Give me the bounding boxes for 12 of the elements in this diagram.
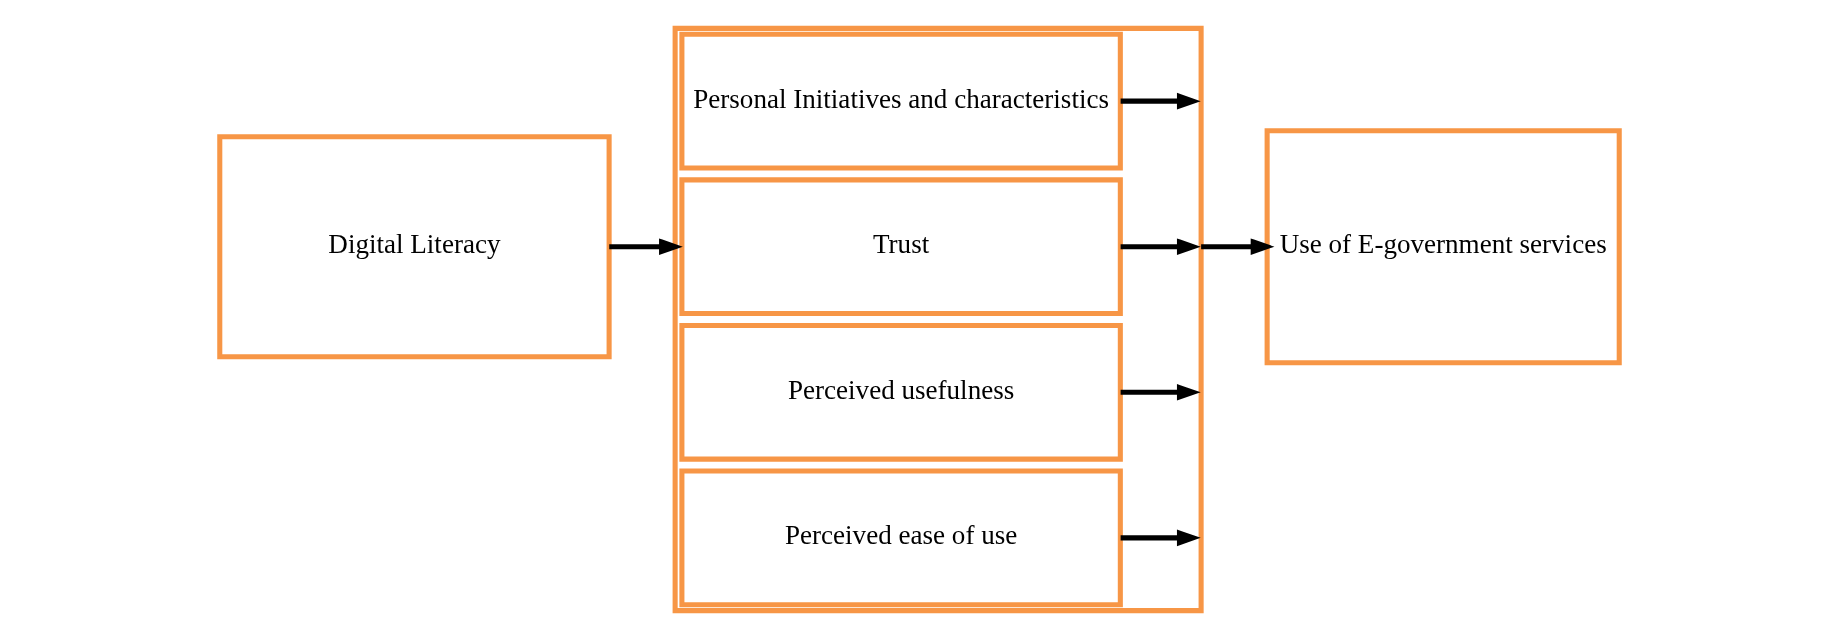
node-box: Digital Literacy (217, 134, 612, 360)
arrow (1120, 92, 1201, 110)
arrow (1120, 383, 1201, 401)
arrow (1120, 529, 1201, 547)
arrow (1176, 238, 1275, 256)
node-box: Personal Initiatives and characteristics (679, 31, 1123, 171)
arrow (609, 238, 683, 256)
node-box: Perceived ease of use (679, 468, 1123, 608)
node-box: Perceived usefulness (679, 322, 1123, 462)
node-box: Use of E-government services (1264, 128, 1622, 366)
node-box: Trust (679, 177, 1123, 317)
arrow (1120, 238, 1201, 256)
